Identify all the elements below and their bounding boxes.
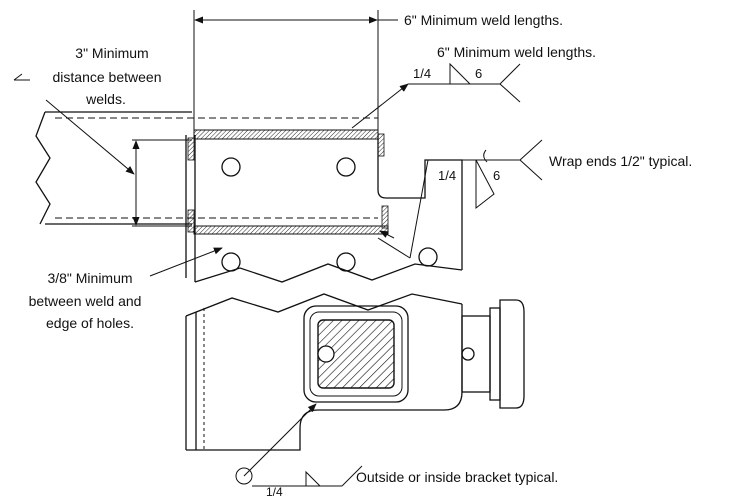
edge-holes-line3: edge of holes.	[46, 315, 134, 331]
wrap-ends-label: Wrap ends 1/2" typical.	[549, 153, 692, 169]
dimension-distance-between-welds: 3" Minimum distance between welds.	[13, 45, 192, 227]
frame-rail	[35, 111, 378, 225]
weld-size-bottom: 1/4	[266, 485, 283, 496]
side-fixture	[461, 299, 525, 409]
bracket	[185, 135, 463, 451]
weld-length-label-top: 6" Minimum weld lengths.	[404, 12, 563, 28]
weld-size-right: 1/4	[438, 168, 456, 183]
bracket-pad	[303, 305, 409, 403]
edge-holes-line1: 3/8" Minimum	[47, 270, 132, 286]
weld-length-right: 6	[493, 168, 500, 183]
distance-label-line3: welds.	[85, 91, 126, 107]
distance-label-line1: 3" Minimum	[75, 45, 148, 61]
distance-label-line2: distance between	[53, 69, 162, 85]
dimension-weld-length: 6" Minimum weld lengths.	[193, 10, 563, 138]
weld-beads	[187, 129, 389, 235]
outside-inside-label: Outside or inside bracket typical.	[356, 469, 558, 485]
weld-symbol-top: 6" Minimum weld lengths. 1/4 6	[351, 44, 596, 129]
callout-edge-of-holes: 3/8" Minimum between weld and edge of ho…	[29, 247, 223, 331]
weld-length-top: 6	[475, 66, 482, 81]
weld-symbol-bottom: 1/4 Outside or inside bracket typical.	[235, 403, 558, 496]
weld-size-top: 1/4	[413, 66, 431, 81]
weld-symbol-right: 1/4 6 Wrap ends 1/2" typical.	[377, 139, 692, 259]
edge-holes-line2: between weld and	[29, 293, 142, 309]
weld-length-label-second: 6" Minimum weld lengths.	[437, 44, 596, 60]
